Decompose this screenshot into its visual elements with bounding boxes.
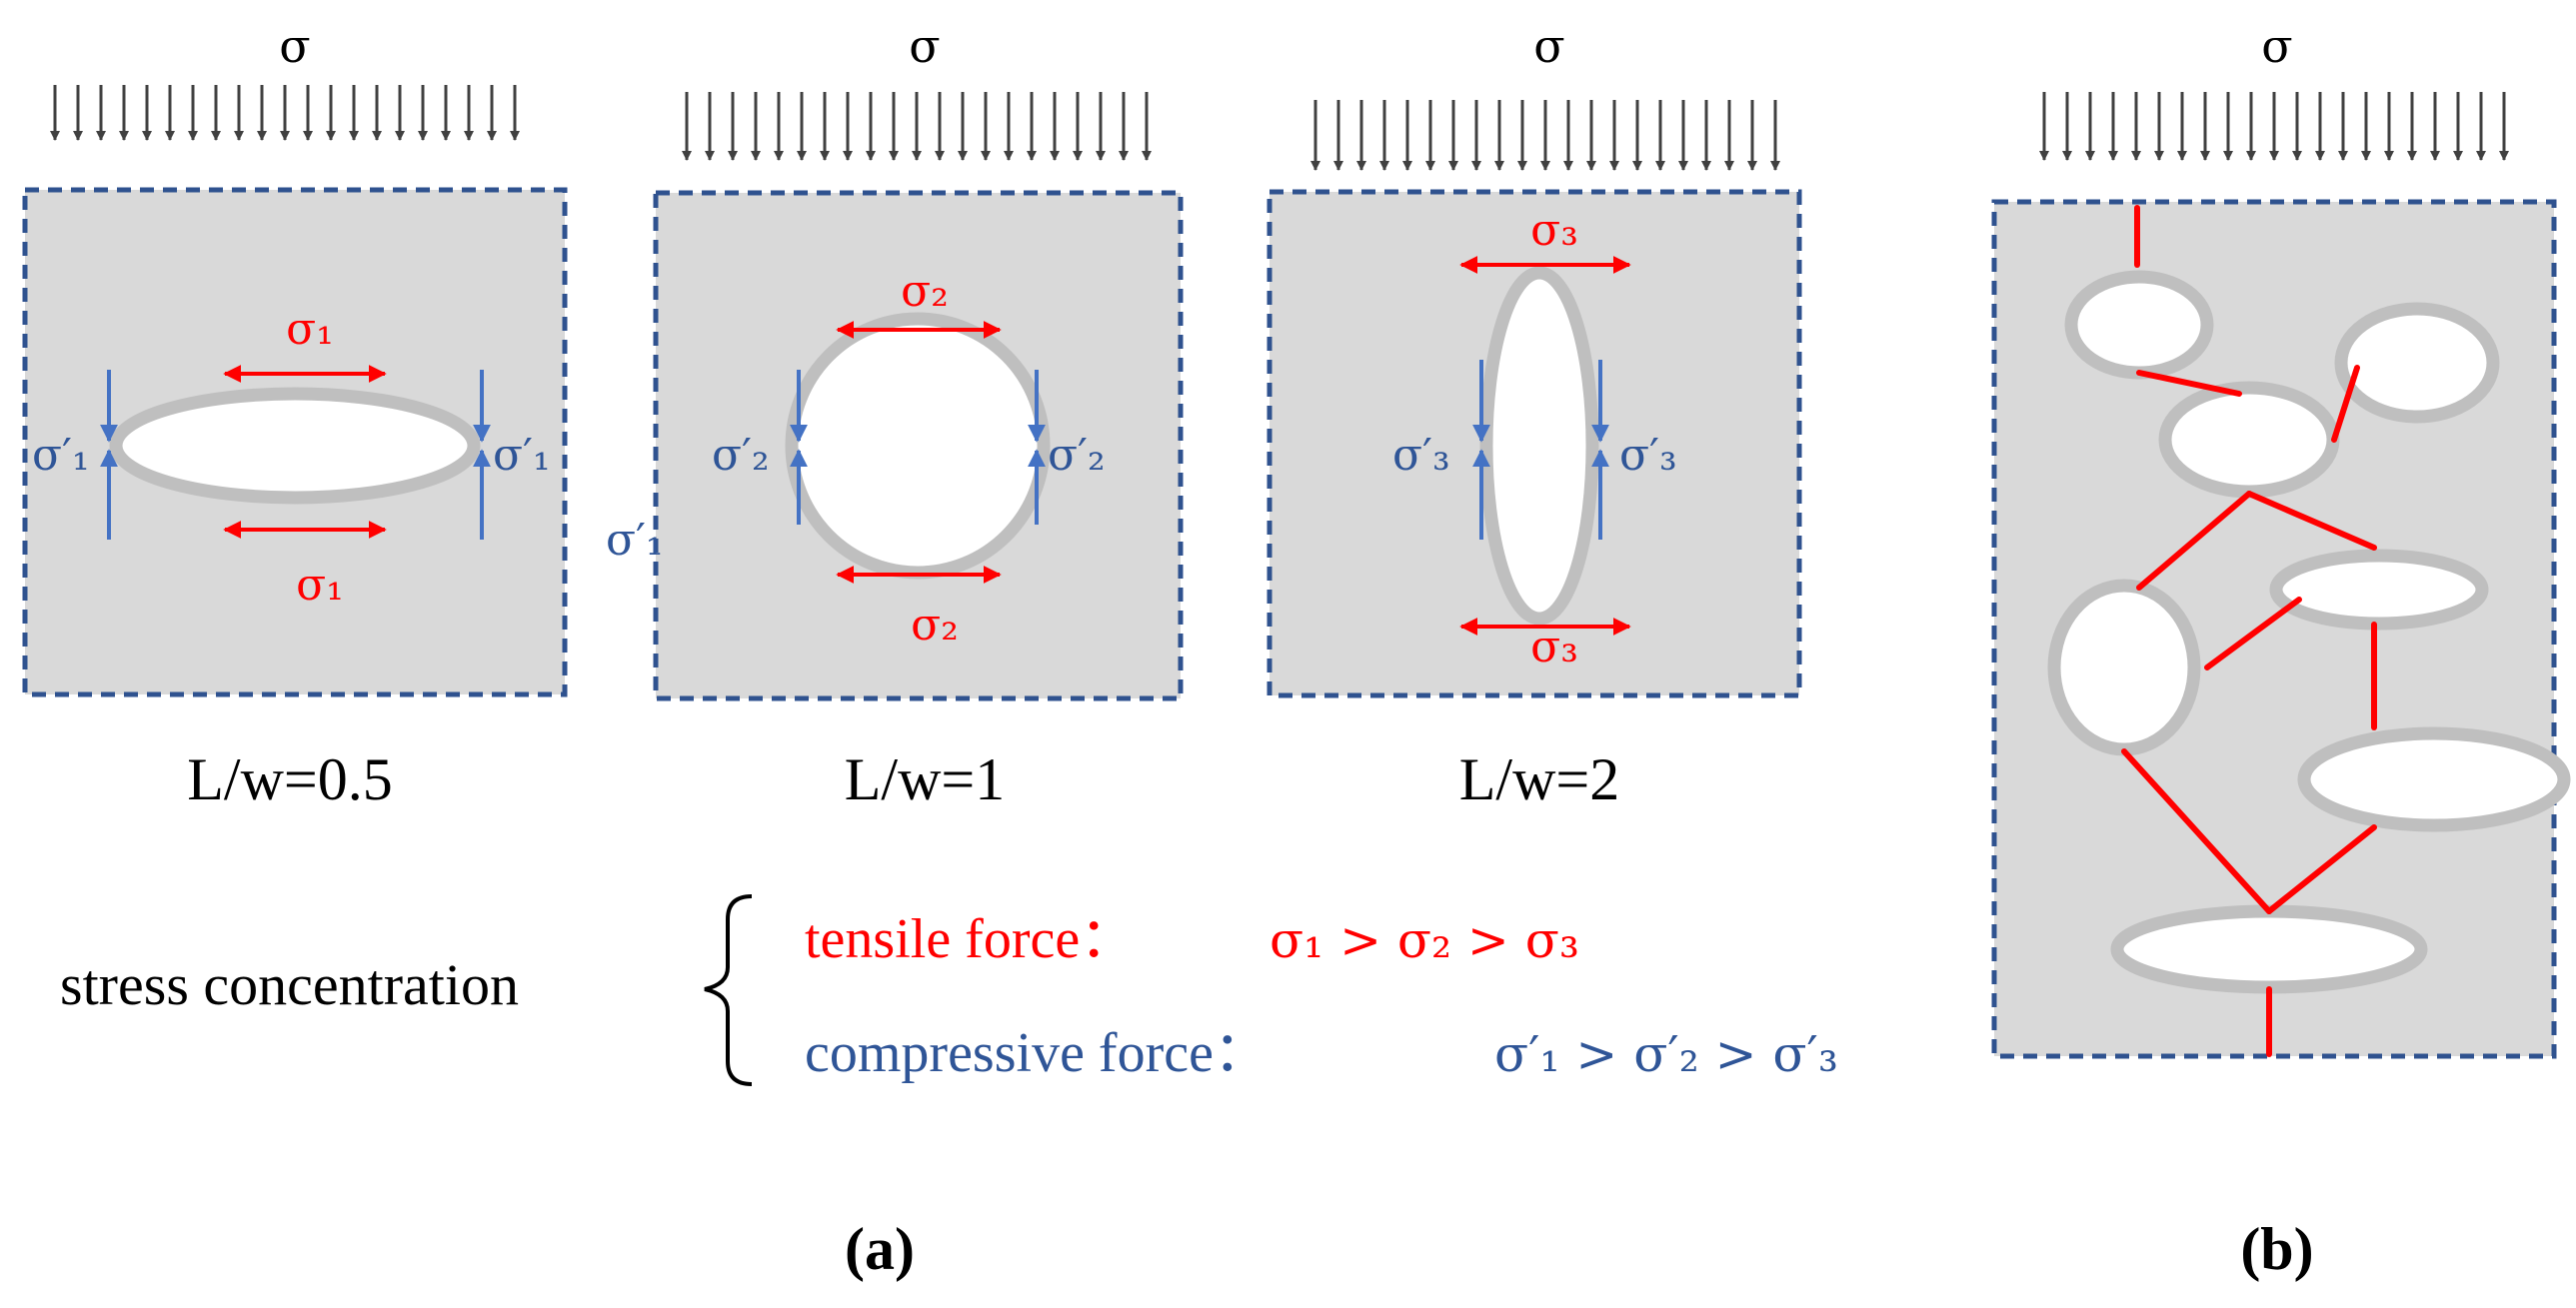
case-3-compressive-label-right: σ′₃	[1619, 430, 1677, 481]
stress-legend: stress concentration tensile force： σ₁ >…	[60, 894, 1838, 1086]
case-3-load-arrows	[1310, 100, 1780, 171]
crack-line	[2266, 824, 2377, 914]
case-3-load-symbol: σ	[1533, 19, 1564, 73]
case-3-tensile-arrows	[1459, 256, 1631, 636]
case-3-compressive-label-left: σ′₃	[1392, 430, 1450, 481]
case-1-compressive-arrows	[100, 370, 491, 540]
panel-b-label: (b)	[2240, 1216, 2313, 1282]
case-1-compressive-label-left: σ′₁	[32, 430, 90, 481]
crack-line	[2136, 491, 2252, 591]
panel-a-label: (a)	[845, 1216, 915, 1282]
case-1-tensile-label-bottom: σ₁	[296, 560, 344, 611]
case-2-tensile-arrows	[836, 321, 1002, 584]
case-2-tensile-label-top: σ₂	[901, 266, 949, 317]
legend-tensile-name: tensile force：	[805, 908, 1136, 970]
crack-line	[2204, 597, 2302, 670]
crack-line	[2331, 365, 2360, 443]
case-3-tensile-label-top: σ₃	[1530, 205, 1578, 256]
panel-b-load-arrows	[2039, 92, 2509, 161]
case-3-tensile-label-bottom: σ₃	[1530, 622, 1578, 672]
case-1-group: σ	[22, 19, 568, 812]
case-2-compressive-label-left: σ′₂	[712, 430, 770, 481]
case-3-caption: L/w=2	[1459, 746, 1620, 812]
pore	[2269, 549, 2489, 631]
case-2-compressive-arrows	[790, 370, 1046, 525]
legend-brace	[704, 894, 753, 1086]
legend-compressive-name: compressive force：	[805, 1022, 1270, 1084]
case-1-load-arrows	[50, 85, 520, 141]
case-2-tensile-label-bottom: σ₂	[911, 600, 959, 651]
pore	[2297, 726, 2571, 832]
case-2-compressive-label-right: σ′₂	[1048, 430, 1106, 481]
pore	[2334, 302, 2500, 424]
panel-b-load-symbol: σ	[2261, 19, 2292, 73]
crack-line	[2246, 491, 2377, 551]
pore	[2158, 381, 2340, 499]
case-1-compressive-label-right: σ′₁	[493, 430, 551, 481]
legend-compressive-relation: σ′₁ > σ′₂ > σ′₃	[1494, 1025, 1838, 1083]
case-3-group: σ	[1267, 19, 1802, 812]
case-2-group: σ	[653, 19, 1184, 812]
legend-tensile-relation: σ₁ > σ₂ > σ₃	[1270, 911, 1579, 969]
stray-compressive-label: σ′₁	[606, 515, 664, 566]
pore	[2047, 579, 2201, 756]
case-1-hole	[109, 387, 481, 505]
case-2-hole	[785, 312, 1051, 580]
case-1-tensile-arrows	[223, 365, 387, 539]
case-1-caption: L/w=0.5	[187, 746, 393, 812]
crack-line	[2136, 370, 2242, 397]
case-3-compressive-arrows	[1472, 360, 1609, 540]
case-2-load-symbol: σ	[909, 19, 940, 73]
case-3-hole	[1479, 266, 1599, 626]
legend-title: stress concentration	[60, 952, 519, 1017]
pore	[2064, 270, 2214, 380]
panel-b-crack-paths	[2121, 205, 2377, 1057]
case-2-load-arrows	[682, 92, 1152, 161]
case-2-caption: L/w=1	[845, 746, 1006, 812]
case-1-load-symbol: σ	[279, 19, 310, 73]
panel-b: σ	[1991, 19, 2571, 1282]
crack-line	[2121, 748, 2272, 914]
pore	[2110, 904, 2428, 994]
case-1-tensile-label-top: σ₁	[286, 304, 334, 355]
panel-a: σ	[22, 19, 1838, 1282]
